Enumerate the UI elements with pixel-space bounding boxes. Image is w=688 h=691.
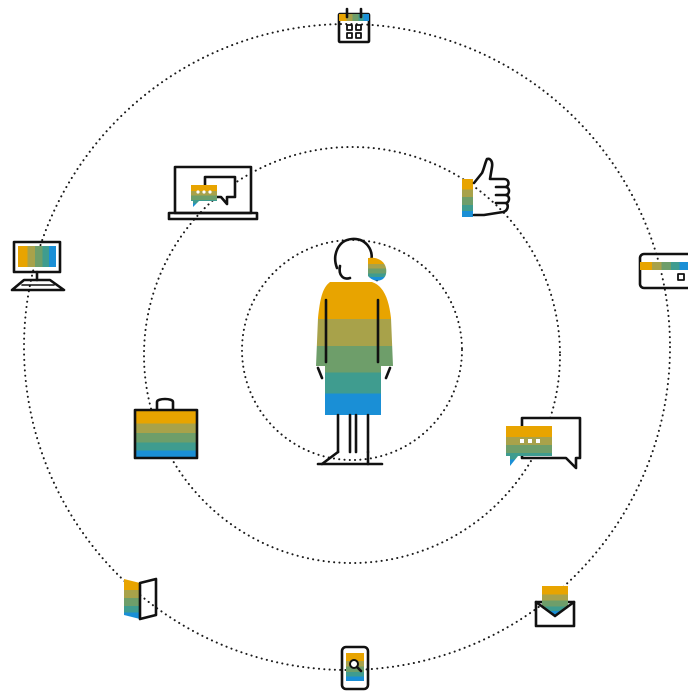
calendar-icon	[337, 7, 371, 44]
middle-ring	[143, 146, 561, 564]
brochure-icon	[124, 577, 158, 621]
desktop-computer-icon	[10, 240, 66, 292]
smartphone-search-icon	[340, 645, 370, 691]
credit-card-icon	[638, 252, 688, 290]
outer-ring	[23, 23, 671, 671]
thumbs-up-icon	[462, 157, 511, 217]
shopping-bag-icon	[133, 397, 199, 460]
person-figure	[316, 237, 393, 466]
laptop-chat-icon	[167, 165, 259, 221]
inner-ring	[241, 239, 463, 461]
chat-bubbles-icon	[506, 416, 582, 470]
envelope-icon	[534, 586, 576, 628]
